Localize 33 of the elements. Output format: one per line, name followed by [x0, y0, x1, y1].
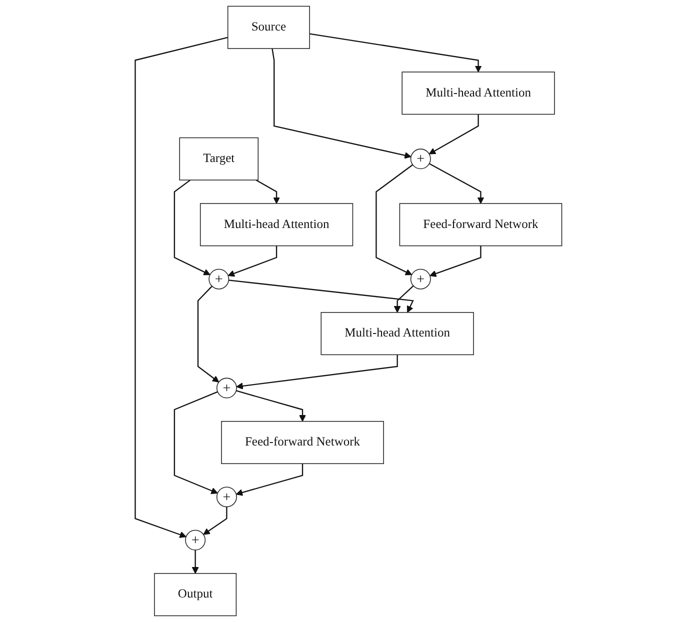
- node-circle: +: [216, 486, 237, 508]
- node-circle: +: [410, 148, 431, 170]
- node-box: Multi-head Attention: [402, 72, 555, 115]
- arrow: [192, 550, 199, 574]
- node-box: Output: [154, 573, 237, 616]
- arrow: [236, 390, 306, 422]
- node-circle: +: [216, 378, 237, 398]
- node-box: Multi-head Attention: [320, 312, 474, 356]
- arrow: [236, 464, 304, 496]
- node-box: Feed-forward Network: [399, 203, 562, 246]
- arrow: [256, 180, 280, 204]
- arrow: [430, 246, 482, 277]
- arrow: [197, 286, 220, 382]
- arrow: [429, 163, 484, 204]
- arrow: [376, 164, 414, 276]
- arrow: [394, 285, 414, 313]
- arrow: [309, 33, 482, 72]
- arrow: [236, 354, 398, 390]
- arrow: [272, 48, 412, 159]
- node-circle: +: [185, 530, 206, 550]
- arrow: [174, 180, 210, 276]
- arrow: [134, 36, 228, 538]
- node-box: Source: [227, 6, 310, 49]
- arrow: [174, 391, 218, 494]
- arrow: [228, 246, 278, 277]
- node-box: Feed-forward Network: [221, 420, 384, 464]
- node-circle: +: [208, 268, 230, 290]
- node-box: Multi-head Attention: [200, 203, 354, 246]
- arrow: [228, 280, 414, 313]
- arrow: [203, 506, 228, 535]
- node-circle: +: [410, 268, 431, 290]
- arrow: [428, 114, 479, 154]
- node-box: Target: [179, 137, 259, 180]
